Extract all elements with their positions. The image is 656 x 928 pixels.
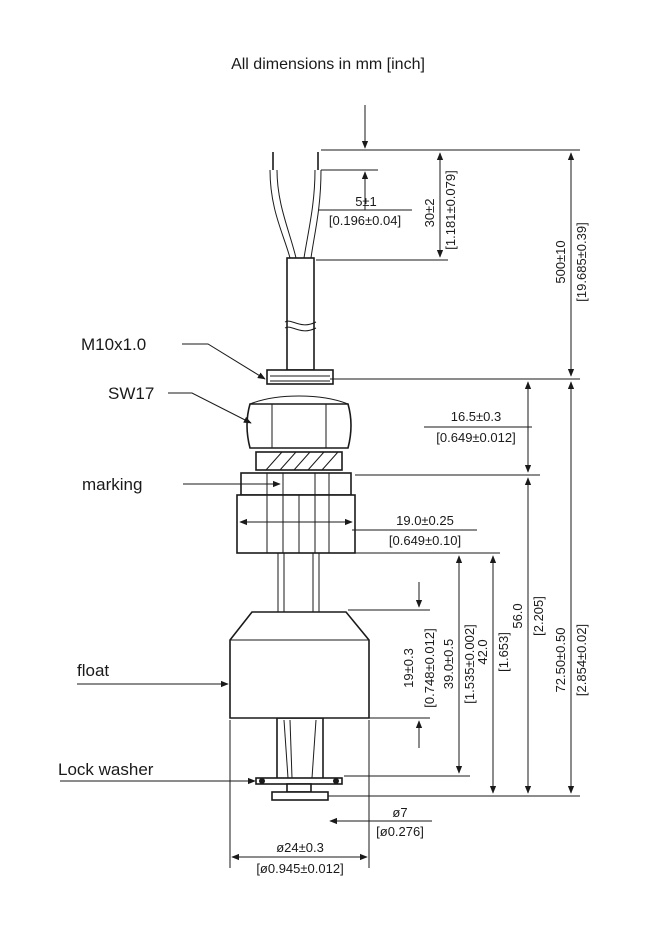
thread-bottom: [255, 451, 343, 471]
float-label: float: [77, 661, 109, 680]
wires: [269, 152, 322, 259]
dim-body-to-bottom-mm: 42.0: [475, 639, 490, 664]
dim-strip-length-inch: [0.196±0.04]: [329, 213, 401, 228]
dim-total-length-mm: 72.50±0.50: [553, 628, 568, 693]
dim-float-height-inch: [0.748±0.012]: [422, 628, 437, 707]
leaders: [60, 343, 281, 785]
dim-hex-to-marking-mm: 16.5±0.3: [451, 409, 502, 424]
dim-float-height-mm: 19±0.3: [401, 648, 416, 688]
dim-wire-length-inch: [1.181±0.079]: [443, 170, 458, 249]
thread-top: [266, 369, 334, 385]
dim-body-to-bottom-inch: [1.653]: [496, 632, 511, 672]
dimension-lines: [231, 105, 575, 861]
dim-cable-length-mm: 500±10: [553, 240, 568, 283]
marking-body: [236, 472, 356, 554]
dim-body-width-inch: [0.649±0.10]: [389, 533, 461, 548]
dim-float-diameter-mm: ø24±0.3: [276, 840, 324, 855]
dim-float-diameter-inch: [ø0.945±0.012]: [256, 861, 343, 876]
drawing-title: All dimensions in mm [inch]: [231, 56, 425, 73]
float: [229, 611, 370, 719]
dim-marking-to-bottom-mm: 56.0: [510, 603, 525, 628]
lock-washer: [255, 777, 343, 801]
dim-float-top-to-washer-inch: [1.535±0.002]: [462, 624, 477, 703]
dim-stem-diameter-mm: ø7: [392, 805, 407, 820]
dim-hex-to-marking-inch: [0.649±0.012]: [436, 430, 515, 445]
cable: [284, 257, 317, 371]
marking-label: marking: [82, 475, 142, 494]
extension-lines: [229, 149, 580, 868]
dim-marking-to-bottom-inch: [2.205]: [531, 596, 546, 636]
hex-nut: [246, 395, 352, 449]
dim-cable-length-inch: [19.685±0.39]: [574, 222, 589, 301]
dim-wire-length-mm: 30±2: [422, 199, 437, 228]
dim-stem-diameter-inch: [ø0.276]: [376, 824, 424, 839]
dim-total-length-inch: [2.854±0.02]: [574, 624, 589, 696]
dim-float-top-to-washer-mm: 39.0±0.5: [441, 639, 456, 690]
dim-strip-length-mm: 5±1: [355, 194, 377, 209]
thread-label: M10x1.0: [81, 335, 146, 354]
stem: [276, 553, 324, 781]
dim-body-width-mm: 19.0±0.25: [396, 513, 454, 528]
lock-washer-label: Lock washer: [58, 760, 154, 779]
wrench-size-label: SW17: [108, 384, 154, 403]
